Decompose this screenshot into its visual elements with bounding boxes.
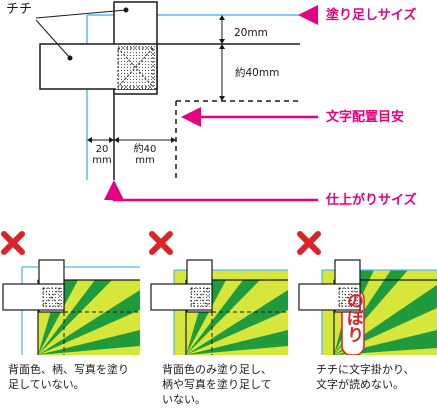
dim-top-label: 20mm (234, 27, 268, 39)
dimension-20mm-bottom (87, 137, 114, 143)
example-panel-1 (0, 230, 140, 355)
error-x-icon (1, 231, 25, 255)
example-caption-1: 背面色、柄、写真を塗り 足していない。 (8, 363, 129, 391)
text-guide-label: 文字配置目安 (326, 110, 405, 125)
dim-bottom-left-unit: mm (92, 155, 112, 166)
example-caption-3: チチに文字掛かり、 文字が読めない。 (316, 363, 415, 391)
finish-size-label: 仕上がりサイズ (326, 193, 417, 208)
finish-arrow (104, 180, 318, 202)
dim-bottom-right-unit: mm (135, 155, 155, 166)
dimension-40mm-bottom (114, 137, 176, 143)
text-guide-outline (175, 100, 300, 180)
dim-bottom-right-value: 約40 (133, 144, 157, 155)
example-panel-2 (148, 230, 288, 355)
error-x-icon (149, 231, 173, 255)
dim-side-label: 約40mm (235, 67, 280, 79)
dim-bottom-left-value: 20 (95, 144, 109, 155)
overlay-text: のぼり (343, 292, 363, 343)
chichi-label: チチ (6, 2, 33, 17)
example-panel-3: のぼり (296, 230, 437, 355)
chichi-leaders (35, 7, 129, 61)
chichi-overlap-box (116, 46, 155, 89)
dimension-40mm-side (219, 44, 225, 101)
error-x-icon (297, 231, 321, 255)
bleed-size-label: 塗り足しサイズ (326, 8, 417, 23)
example-caption-2: 背面色のみ塗り足し、 柄や写真を塗り足して いない。 (162, 363, 272, 406)
dimension-20mm-top (219, 15, 225, 44)
